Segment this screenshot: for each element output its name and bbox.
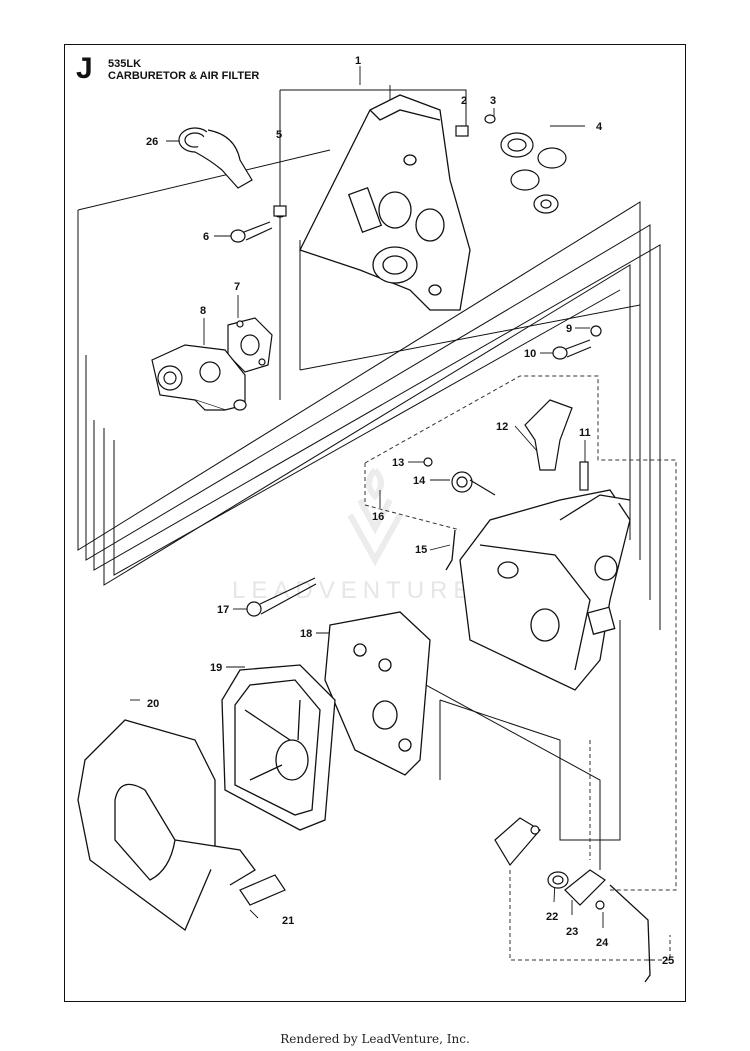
callout-21[interactable]: 21 [282, 915, 294, 927]
dashed-brackets [364, 375, 677, 961]
callout-19[interactable]: 19 [210, 662, 222, 674]
bracket-lines [77, 89, 661, 870]
callout-15-rod[interactable]: 15 [415, 544, 427, 556]
watermark-logo [347, 468, 403, 567]
callout-5[interactable]: 5 [276, 129, 282, 141]
callout-18[interactable]: 18 [300, 628, 312, 640]
part-11-12-choke [524, 399, 589, 491]
callout-2[interactable]: 2 [461, 95, 467, 107]
part-18-filter-gasket [324, 611, 431, 776]
part-20-cover [77, 719, 256, 932]
part-25-rod [609, 884, 651, 983]
callout-23[interactable]: 23 [566, 926, 578, 938]
callout-14[interactable]: 14 [413, 475, 426, 487]
diagram-frame [64, 44, 686, 1002]
section-letter: J [76, 52, 93, 85]
part-8-carburetor [151, 344, 247, 411]
callout-20[interactable]: 20 [147, 698, 159, 710]
callout-8[interactable]: 8 [200, 305, 206, 317]
footer-credit: Rendered by LeadVenture, Inc. [280, 1032, 470, 1046]
part-21-latch [239, 874, 286, 906]
callout-10[interactable]: 10 [524, 348, 536, 360]
model-number: 535LK [108, 58, 142, 70]
parts-spacers [273, 114, 496, 218]
callout-26[interactable]: 26 [146, 136, 158, 148]
callout-25[interactable]: 25 [662, 955, 674, 967]
diagram-title: CARBURETOR & AIR FILTER [108, 70, 260, 82]
part-19-air-filter [221, 664, 336, 831]
callout-3[interactable]: 3 [490, 95, 496, 107]
parts-22-24-choke-assembly [494, 817, 606, 910]
callout-22[interactable]: 22 [546, 911, 558, 923]
part-17-bolt [246, 577, 317, 617]
callout-11[interactable]: 11 [579, 427, 591, 439]
part-9-10-screw-washer [552, 325, 602, 360]
part-15-rod [445, 529, 456, 571]
part-6-screw [230, 221, 273, 243]
part-13-14-lever [423, 457, 496, 496]
callout-13[interactable]: 13 [392, 457, 404, 469]
watermark: LEADVENTURE [232, 577, 476, 604]
air-filter-housing [459, 489, 631, 691]
callout-15[interactable]: 16 [372, 511, 384, 523]
callout-24[interactable]: 24 [596, 937, 609, 949]
part-4-insulator [500, 132, 567, 214]
callout-7[interactable]: 7 [234, 281, 240, 293]
callout-1[interactable]: 1 [355, 55, 361, 67]
callout-17[interactable]: 17 [217, 604, 229, 616]
part-1-carburetor-housing [299, 94, 471, 311]
callout-9[interactable]: 9 [566, 323, 572, 335]
part-26-intake-elbow [178, 127, 253, 189]
callout-12[interactable]: 12 [496, 421, 508, 433]
callout-4[interactable]: 4 [596, 121, 603, 133]
callout-6[interactable]: 6 [203, 231, 209, 243]
